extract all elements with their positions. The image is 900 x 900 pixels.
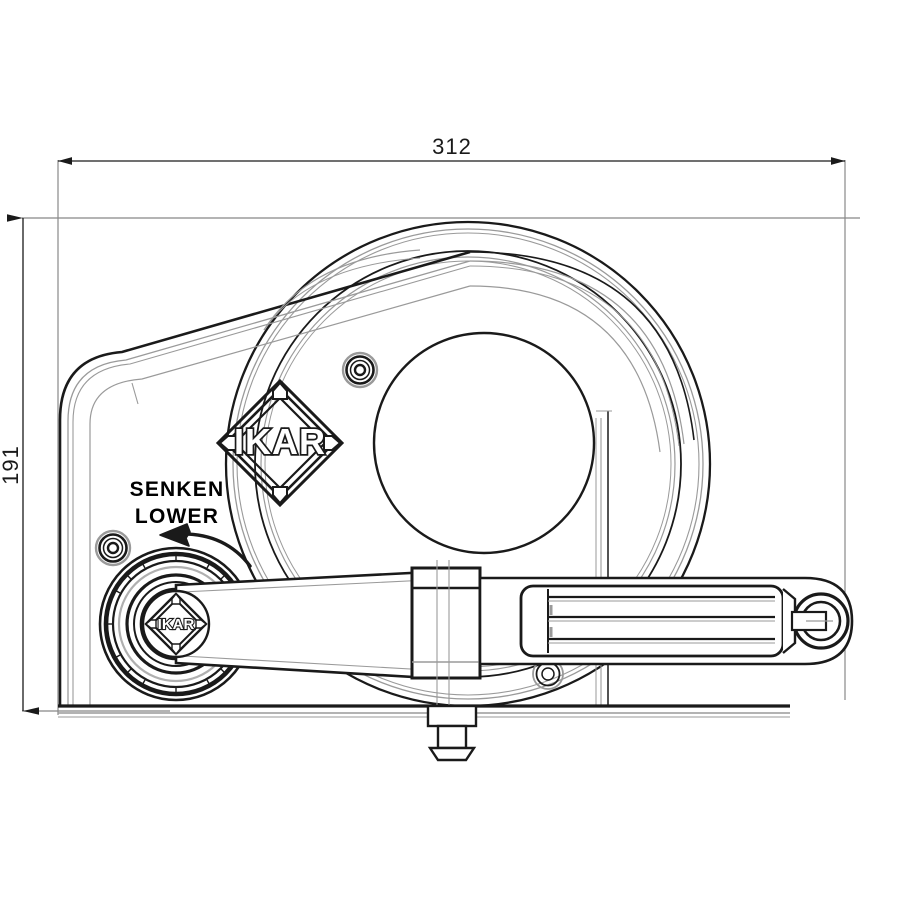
crank-arm	[174, 570, 432, 680]
lower-label-group: SENKEN LOWER	[130, 478, 225, 528]
housing-screw-top	[341, 351, 379, 389]
housing-offset-3	[89, 285, 471, 706]
badge-notch-top	[272, 381, 288, 400]
housing-outline	[58, 250, 471, 706]
crank-arm-hl-1	[181, 579, 429, 593]
badge-notch-left	[218, 435, 237, 451]
brand-badge-housing: IKAR	[215, 378, 345, 508]
badge-notch-right	[323, 435, 342, 451]
label-lower: LOWER	[135, 505, 219, 528]
dimension-layer: 312 191	[0, 134, 860, 715]
handle-grip	[519, 584, 797, 658]
spindle-cap	[427, 746, 477, 762]
handle-end-knob	[790, 592, 850, 650]
housing-screw-left	[94, 529, 132, 567]
housing-top-ridge	[469, 251, 695, 441]
brand-badge-text: IKAR	[234, 421, 326, 462]
housing-inner-arc	[263, 249, 421, 331]
collar-body	[410, 566, 482, 680]
housing-ridge-2	[469, 260, 685, 445]
crank-collar	[410, 560, 482, 706]
badge-notch-bottom	[272, 486, 288, 505]
housing-offset-1	[67, 260, 471, 706]
bottom-spindle	[426, 704, 478, 762]
dimension-value-width: 312	[432, 134, 472, 159]
crank-hub-badge: IKAR	[141, 589, 211, 659]
crank-hub-badge-text: IKAR	[158, 616, 195, 633]
housing-offset-2	[72, 265, 471, 706]
crank-arm-hl-2	[181, 655, 429, 671]
housing-ridge-4	[469, 285, 661, 453]
housing-seam-tick	[131, 382, 139, 405]
spindle-shaft	[436, 724, 468, 750]
label-senken: SENKEN	[130, 478, 225, 501]
base-plate	[58, 704, 790, 718]
housing-ridge-3	[469, 265, 680, 447]
center-bore	[372, 331, 596, 555]
housing-inner-arc-2	[263, 257, 421, 331]
crank-arm-body	[174, 570, 432, 680]
curved-arrow-left-icon	[159, 523, 252, 568]
dimension-value-height: 191	[0, 445, 23, 485]
grip-ribs	[548, 595, 775, 644]
spindle-flange	[426, 704, 478, 728]
